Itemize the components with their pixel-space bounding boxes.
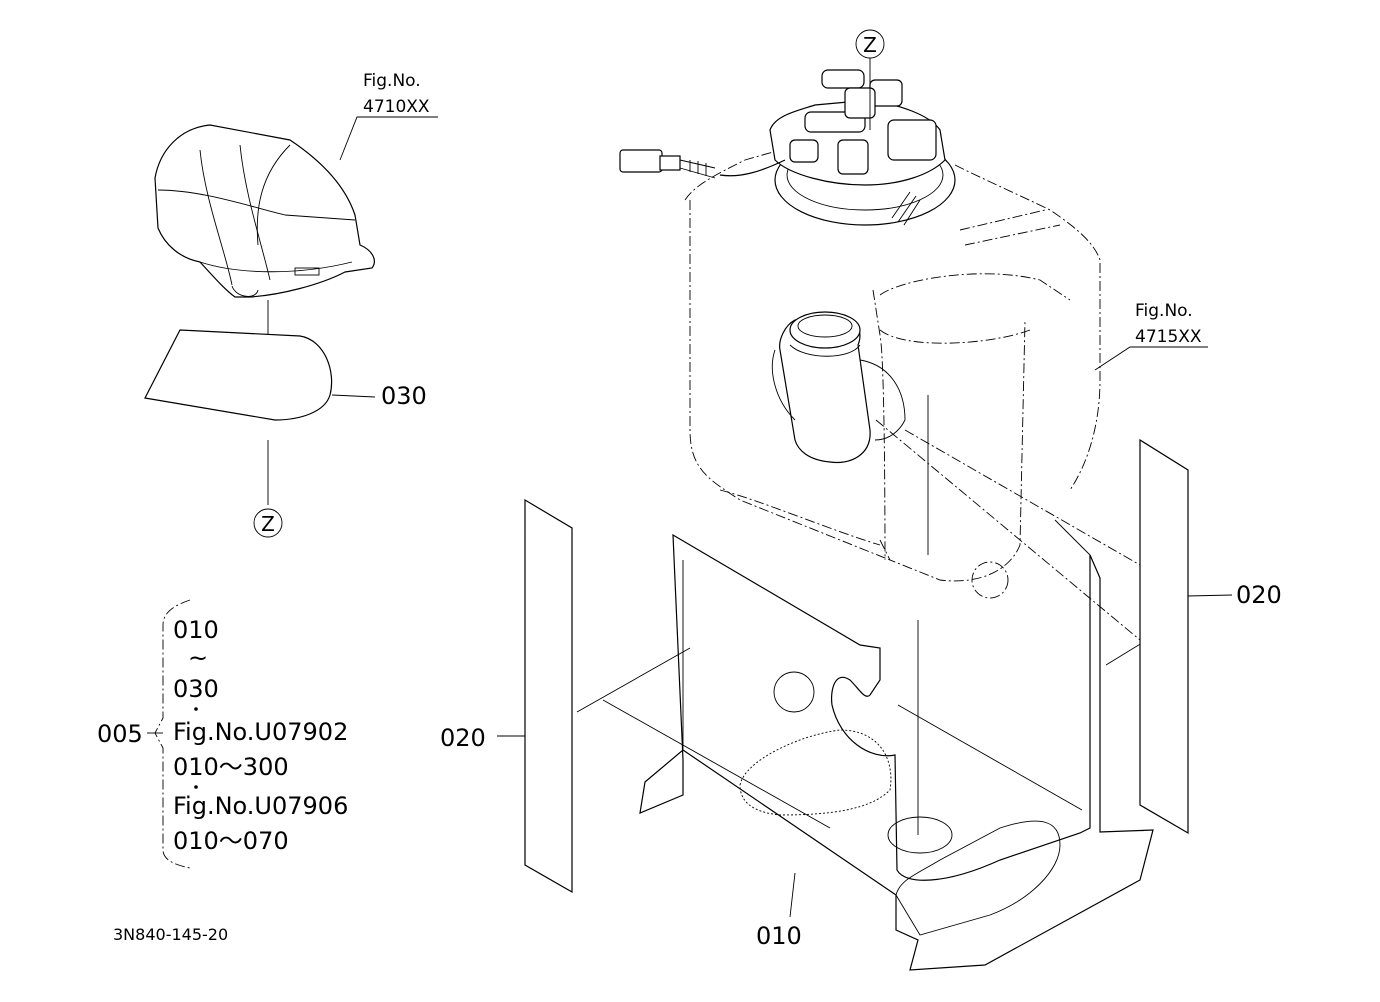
seal-030-shape — [144, 329, 333, 421]
assembly-dot-2 — [194, 785, 198, 789]
tank-cover-illustration — [154, 124, 375, 298]
fig-ref-top-left-line1: Fig.No. — [363, 71, 421, 91]
assembly-line-4: Fig.No.U07902 — [173, 718, 348, 746]
assembly-line-7: 010～070 — [173, 827, 289, 855]
fig-ref-right-line2: 4715XX — [1135, 327, 1202, 347]
bracket-010-illustration — [639, 519, 1154, 971]
pad-020-left-shape — [524, 498, 573, 894]
part-label-010: 010 — [756, 922, 802, 950]
z-callout-label-top: Z — [863, 33, 877, 57]
assembly-dot-1 — [194, 707, 198, 711]
assembly-line-6: Fig.No.U07906 — [173, 792, 348, 820]
z-callout-label-left: Z — [261, 512, 275, 536]
part-label-020-right: 020 — [1236, 581, 1282, 609]
pad-020-right-shape — [1139, 438, 1189, 835]
fig-ref-top-left-line2: 4710XX — [363, 97, 430, 117]
part-label-020-left: 020 — [440, 724, 486, 752]
part-label-030: 030 — [381, 382, 427, 410]
assembly-line-5: 010～300 — [173, 753, 289, 781]
assembly-line-3: 030 — [173, 675, 219, 703]
document-reference: 3N840-145-20 — [113, 925, 228, 944]
assembly-line-1: 010 — [173, 616, 219, 644]
assembly-line-2: ~ — [188, 644, 208, 672]
fig-ref-right-line1: Fig.No. — [1135, 301, 1193, 321]
fuel-tank-illustration — [619, 69, 1101, 599]
assembly-part-label: 005 — [97, 720, 143, 748]
z-callout-circle-left — [253, 508, 283, 538]
